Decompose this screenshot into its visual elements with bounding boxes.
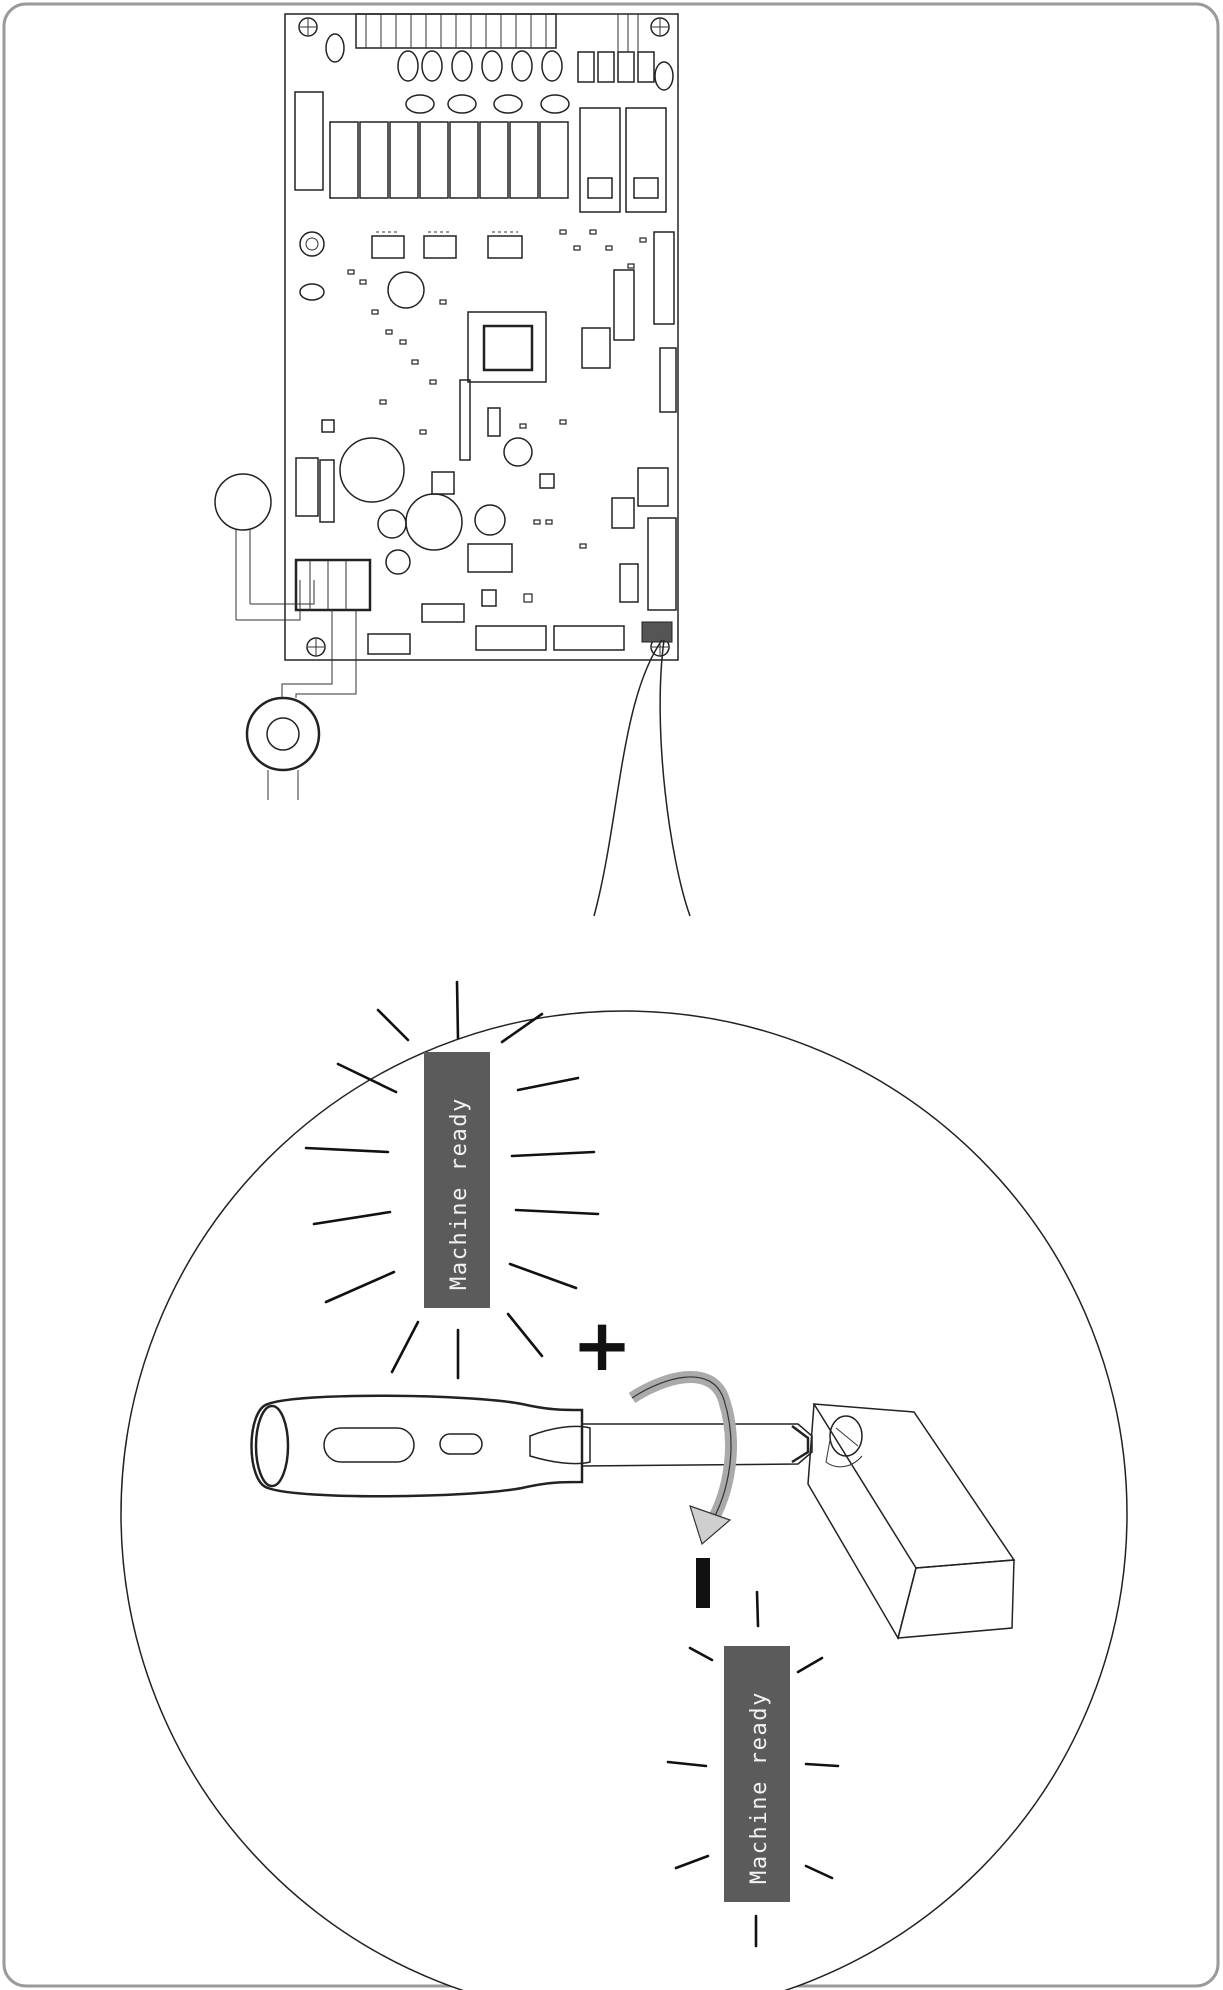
left-components: [295, 231, 555, 575]
top-terminal-strip: [355, 13, 557, 49]
display-lower-text: Machine ready: [747, 1691, 772, 1884]
top-right-connectors: [577, 14, 655, 83]
display-lower: Machine ready: [666, 1590, 840, 1948]
rotation-arrow-icon: [628, 1371, 737, 1546]
relay-bank: [294, 91, 667, 213]
minus-sign: [696, 1558, 710, 1608]
display-upper-text: Machine ready: [447, 1097, 472, 1290]
smd-pads: [347, 229, 647, 603]
lower-components: [367, 467, 677, 655]
plus-sign: +: [572, 1303, 632, 1387]
display-upper: Machine ready: [304, 980, 600, 1380]
ic-row-top: [371, 231, 523, 259]
mains-terminal-block: [294, 558, 372, 612]
display-lower-rays: [666, 1590, 840, 1948]
oval-pads: [325, 33, 674, 114]
microcontroller: [459, 231, 677, 461]
potentiometer: [807, 1403, 1016, 1640]
screwdriver: [250, 1394, 813, 1498]
display-upper-rays: [304, 980, 600, 1380]
sensor-cables: [214, 473, 357, 800]
magnified-view: [120, 1010, 1128, 1990]
control-board: [284, 13, 679, 661]
zoom-callout: [593, 639, 691, 917]
